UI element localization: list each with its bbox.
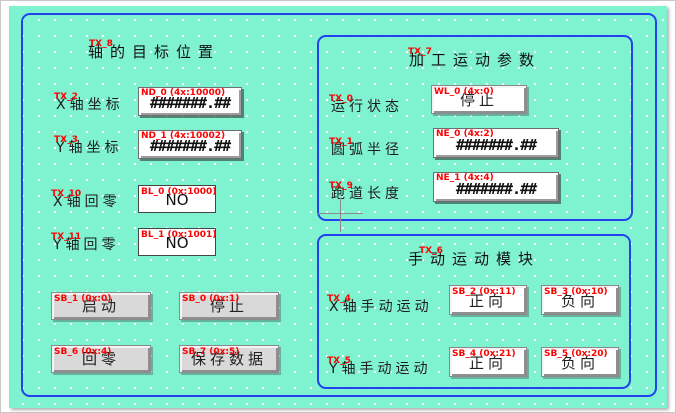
x-forward-button-tag: SB_2 (0x:11)	[452, 287, 516, 297]
x-coord-value: #######.##	[149, 94, 231, 112]
crosshair-cursor-vertical	[340, 198, 341, 232]
y-home-label: Y轴回零	[53, 237, 120, 253]
stop-button[interactable]: SB_0 (0x:1) 停止	[179, 292, 279, 320]
run-state-display-tag: WL_0 (4x:0)	[434, 87, 494, 97]
home-button[interactable]: SB_6 (0x:4) 回零	[51, 345, 151, 373]
manual-module-title: 手动运动模块	[407, 250, 540, 268]
home-button-label: 回零	[81, 350, 120, 368]
arc-radius-input-tag: NE_0 (4x:2)	[436, 129, 494, 139]
track-length-label-tag: TX_9	[329, 181, 353, 191]
y-home-lamp-tag: BL_1 (0x:1001)	[141, 230, 217, 240]
x-coord-display-tag: ND_0 (4x:10000)	[141, 88, 226, 98]
x-forward-button-label: 正向	[468, 292, 507, 310]
start-button[interactable]: SB_1 (0x:0) 启动	[51, 292, 151, 320]
y-forward-button-tag: SB_4 (0x:21)	[452, 349, 516, 359]
y-backward-button-label: 负向	[560, 354, 599, 372]
x-home-lamp-tag: BL_0 (0x:1000)	[141, 187, 217, 197]
x-manual-label-tag: TX_4	[327, 294, 351, 304]
y-coord-value: #######.##	[149, 137, 231, 155]
y-home-label-tag: TX_11	[51, 232, 82, 242]
track-length-value: #######.##	[455, 180, 537, 198]
x-manual-label: X轴手动运动	[329, 299, 433, 315]
y-coord-label: Y轴坐标	[56, 140, 123, 156]
y-manual-label: Y轴手动运动	[329, 361, 432, 377]
y-forward-button[interactable]: SB_4 (0x:21) 正向	[449, 347, 527, 377]
x-home-label: X轴回零	[53, 194, 121, 210]
save-data-button-tag: SB_7 (0x:5)	[182, 347, 240, 357]
x-backward-button[interactable]: SB_3 (0x:10) 负向	[541, 285, 619, 315]
start-button-tag: SB_1 (0x:0)	[54, 294, 112, 304]
machining-params-panel	[317, 35, 633, 221]
save-data-button-label: 保存数据	[190, 350, 267, 368]
y-backward-button-tag: SB_5 (0x:20)	[544, 349, 608, 359]
y-home-value: NO	[165, 234, 189, 252]
y-coord-display[interactable]: ND_1 (4x:10002) #######.##	[138, 130, 242, 159]
machining-params-title-tag: TX_7	[408, 47, 432, 57]
x-forward-button[interactable]: SB_2 (0x:11) 正向	[449, 285, 527, 315]
x-home-lamp[interactable]: BL_0 (0x:1000) NO	[138, 185, 216, 213]
start-button-label: 启动	[81, 297, 120, 315]
stop-button-label: 停止	[209, 297, 248, 315]
x-coord-label: X轴坐标	[56, 97, 124, 113]
track-length-input[interactable]: NE_1 (4x:4) #######.##	[433, 172, 559, 202]
arc-radius-label-tag: TX_1	[329, 137, 353, 147]
screen-border	[21, 13, 657, 397]
x-home-value: NO	[165, 191, 189, 209]
x-backward-button-tag: SB_3 (0x:10)	[544, 287, 608, 297]
y-home-lamp[interactable]: BL_1 (0x:1001) NO	[138, 228, 216, 256]
run-state-label: 运行状态	[331, 99, 403, 115]
arc-radius-label: 圆弧半径	[331, 142, 403, 158]
stop-button-tag: SB_0 (0x:1)	[182, 294, 240, 304]
y-manual-label-tag: TX_5	[327, 356, 351, 366]
target-position-title-tag: TX_8	[89, 39, 113, 49]
track-length-label: 跑道长度	[331, 186, 403, 202]
x-backward-button-label: 负向	[560, 292, 599, 310]
x-coord-label-tag: TX_2	[54, 92, 78, 102]
y-coord-display-tag: ND_1 (4x:10002)	[141, 131, 226, 141]
target-position-title: 轴的目标位置	[87, 43, 220, 61]
x-home-label-tag: TX_10	[51, 189, 82, 199]
home-button-tag: SB_6 (0x:4)	[54, 347, 112, 357]
run-state-value: 停止	[459, 91, 498, 109]
hmi-screen-canvas[interactable]: 轴的目标位置 TX_8 X轴坐标 TX_2 ND_0 (4x:10000) ##…	[9, 6, 667, 408]
manual-module-title-tag: TX_6	[419, 246, 443, 256]
y-backward-button[interactable]: SB_5 (0x:20) 负向	[541, 347, 619, 377]
run-state-label-tag: TX_0	[329, 94, 353, 104]
arc-radius-value: #######.##	[455, 136, 537, 154]
arc-radius-input[interactable]: NE_0 (4x:2) #######.##	[433, 128, 559, 158]
manual-module-panel	[317, 234, 631, 389]
x-coord-display[interactable]: ND_0 (4x:10000) #######.##	[138, 87, 242, 116]
save-data-button[interactable]: SB_7 (0x:5) 保存数据	[179, 345, 279, 373]
run-state-display[interactable]: WL_0 (4x:0) 停止	[431, 85, 527, 114]
y-coord-label-tag: TX_3	[54, 135, 78, 145]
machining-params-title: 加工运动参数	[408, 51, 541, 69]
track-length-input-tag: NE_1 (4x:4)	[436, 173, 494, 183]
y-forward-button-label: 正向	[468, 354, 507, 372]
